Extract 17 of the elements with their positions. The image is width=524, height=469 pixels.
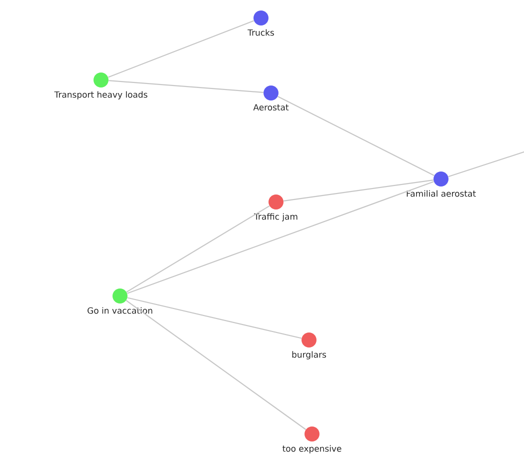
node-label: Go in vaccation [88, 307, 152, 314]
node-label: Aerostat [253, 104, 289, 110]
connector-line [108, 80, 264, 93]
connector-line [126, 206, 270, 292]
connector-line [127, 181, 434, 294]
node-label: burglars [292, 351, 326, 360]
node-label: Transport heavy loads [54, 91, 148, 100]
node-label: Trucks [248, 29, 274, 36]
node-label: Traffic jam [254, 213, 298, 222]
connector-line [284, 180, 434, 202]
connector-line [278, 96, 434, 176]
connector-line [448, 149, 524, 178]
connector-line [127, 297, 302, 339]
connector-line [126, 300, 306, 430]
node-label: Familial aerostat [406, 190, 476, 197]
connector-line [108, 20, 254, 78]
node-label: too expensive [282, 445, 342, 454]
